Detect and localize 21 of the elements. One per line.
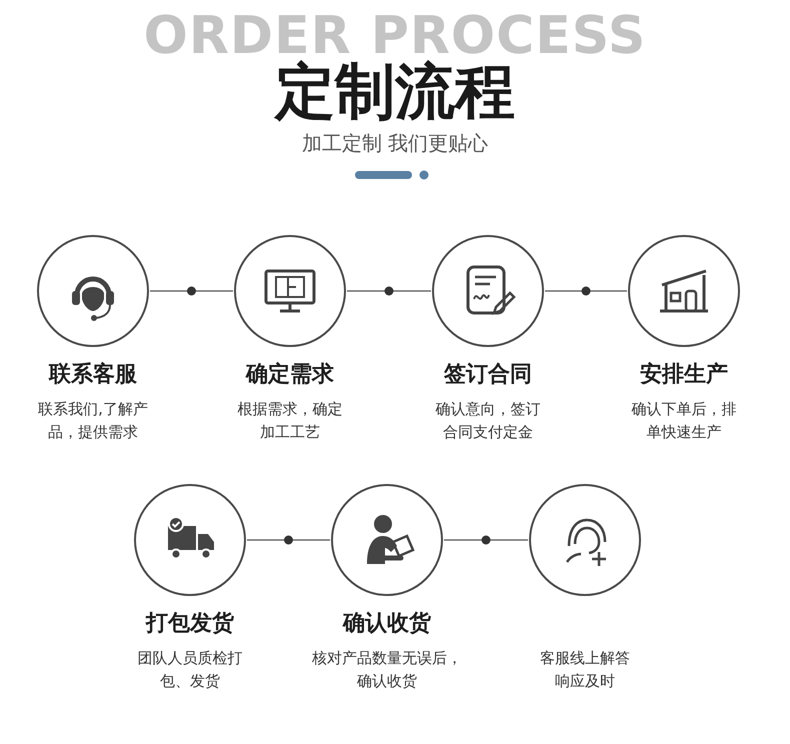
step-title: 确认收货 (343, 610, 431, 638)
connector-line (444, 539, 528, 541)
step-description: 客服线上解答响应及时 (539, 648, 631, 692)
subtitle: 加工定制 我们更贴心 (300, 130, 490, 157)
step-title: 安排生产 (640, 361, 728, 389)
step-title: 签订合同 (444, 361, 532, 389)
background-heading: ORDER PROCESS (142, 12, 648, 60)
step-description: 根据需求，确定加工工艺 (236, 399, 344, 443)
step-title: 确定需求 (246, 361, 334, 389)
title: 定制流程 (272, 62, 516, 122)
connector-line (545, 290, 627, 292)
step-title: 打包发货 (146, 610, 234, 638)
step-description: 联系我们,了解产品，提供需求 (37, 399, 149, 443)
connector-line (347, 290, 431, 292)
step-title: 联系客服 (49, 361, 137, 389)
connector-line (150, 290, 233, 292)
step-description: 确认意向，签订合同支付定金 (434, 399, 542, 443)
connector-line (247, 539, 330, 541)
step-description: 确认下单后，排单快速生产 (630, 399, 738, 443)
step-description: 核对产品数量无误后，确认收货 (311, 648, 463, 692)
step-description: 团队人员质检打包、发货 (136, 648, 244, 692)
